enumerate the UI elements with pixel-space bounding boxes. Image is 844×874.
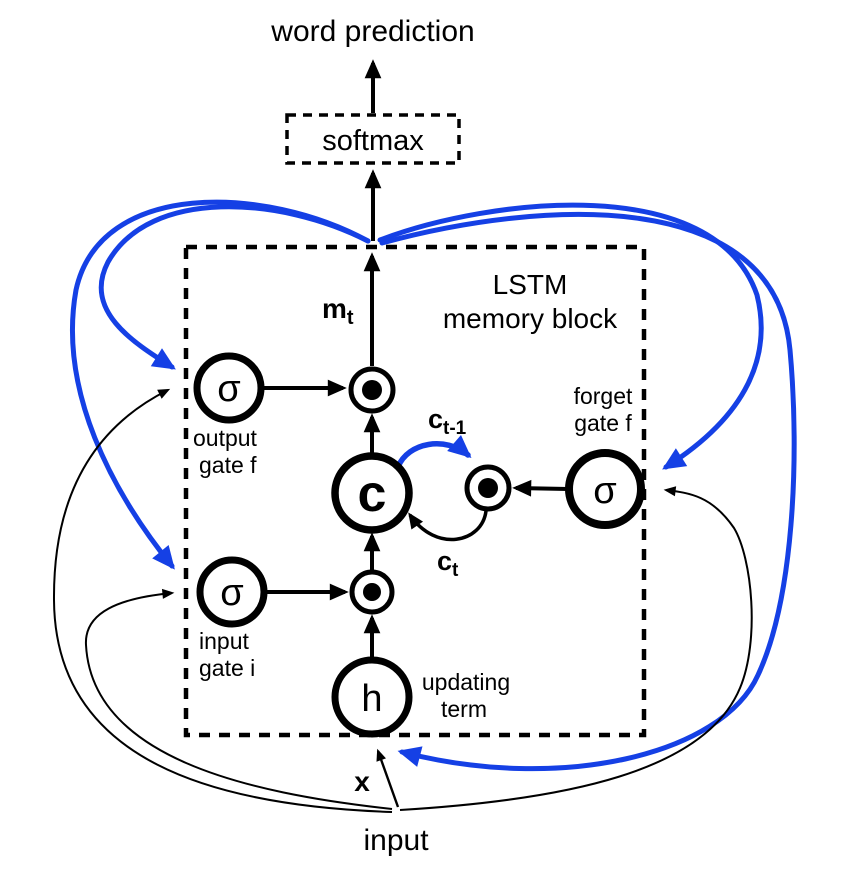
- cell-symbol: c: [358, 465, 387, 523]
- input-to-input-gate: [84, 588, 393, 810]
- input-connections: [52, 388, 753, 813]
- forget-product-dot: [478, 478, 498, 498]
- forget-gate-symbol: σ: [593, 470, 616, 512]
- gate-nodes: σ σ σ c h: [193, 352, 645, 738]
- cell-prev-label: ct-1: [428, 404, 467, 439]
- product-nodes: [348, 366, 512, 615]
- forward-arrows: [263, 59, 569, 659]
- output-gate-label-line1: output: [193, 425, 258, 451]
- word-prediction-label: word prediction: [270, 15, 474, 48]
- update-label-line1: updating: [422, 669, 510, 695]
- update-symbol: h: [361, 678, 382, 720]
- forget-gate-label-line2: gate f: [574, 410, 632, 436]
- softmax-box: [285, 113, 461, 165]
- x-label: x: [354, 766, 370, 797]
- cell-state-prev-arrow: [395, 434, 472, 470]
- output-gate-label-line2: gate f: [199, 452, 257, 478]
- output-product-dot: [362, 380, 382, 400]
- recurrent-connections: [70, 199, 797, 772]
- input-to-update-arrow: [376, 748, 400, 808]
- forget-gate-circle: [565, 449, 645, 529]
- update-label-line2: term: [441, 696, 487, 722]
- input-gate-label-line1: input: [199, 628, 249, 654]
- recurrent-to-input-bottom: [379, 211, 797, 772]
- cell-cur-label: ct: [437, 546, 459, 581]
- recurrent-to-forget-gate: [377, 202, 764, 470]
- block-title-line1: LSTM: [493, 269, 568, 300]
- input-gate-label-line2: gate i: [199, 655, 255, 681]
- input-product-dot: [363, 583, 381, 601]
- cell-state-feedback-arrow: [408, 510, 488, 542]
- forget-gate-to-product-arrow: [512, 479, 569, 497]
- cell-circle: [331, 452, 413, 534]
- update-circle: [331, 656, 413, 738]
- input-to-output-gate: [52, 388, 393, 813]
- input-label: input: [363, 824, 429, 857]
- input-gate-circle: [196, 556, 268, 628]
- forget-gate-label-line1: forget: [574, 383, 633, 409]
- recurrent-to-input-gate: [70, 199, 371, 570]
- softmax-label: softmax: [322, 125, 424, 157]
- block-title-line2: memory block: [443, 303, 618, 334]
- mt-label: mt: [322, 293, 354, 329]
- recurrent-to-output-gate: [98, 204, 371, 370]
- input-gate-symbol: σ: [220, 572, 243, 614]
- output-gate-circle: [193, 352, 265, 424]
- input-to-forget-gate: [399, 486, 753, 811]
- output-gate-symbol: σ: [217, 368, 240, 410]
